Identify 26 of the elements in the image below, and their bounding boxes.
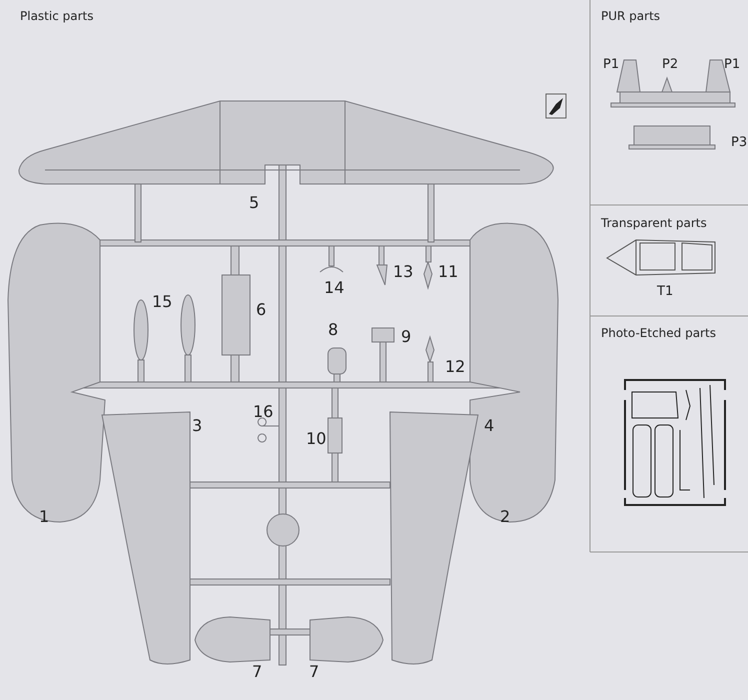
part-number: 16 — [253, 404, 274, 420]
part-number: 1 — [39, 509, 50, 525]
part-number: P1 — [603, 58, 620, 71]
part-number: 14 — [324, 280, 344, 296]
section-heading: Photo-Etched parts — [601, 327, 716, 339]
part-number: 4 — [484, 418, 494, 434]
part-number: 3 — [192, 418, 202, 434]
part-number: 10 — [306, 431, 326, 447]
section-heading: Transparent parts — [601, 217, 707, 229]
part-number: P1 — [724, 58, 740, 71]
part-number: 8 — [328, 322, 338, 338]
part-number: P2 — [662, 58, 678, 71]
part-number: 11 — [438, 264, 458, 280]
part-number: 7 — [309, 664, 320, 680]
part-number: 2 — [500, 509, 510, 525]
part-number: 15 — [152, 294, 172, 310]
part-number: 13 — [393, 264, 414, 280]
section-heading: Plastic parts — [20, 10, 94, 22]
part-number: T1 — [657, 285, 674, 298]
part-number: 7 — [252, 664, 262, 680]
part-number: 5 — [249, 195, 260, 211]
section-heading: PUR parts — [601, 10, 660, 22]
part-number: 6 — [256, 302, 266, 318]
part-number: P3 — [731, 136, 748, 149]
part-number: 9 — [401, 329, 412, 345]
part-number: 12 — [445, 359, 466, 375]
